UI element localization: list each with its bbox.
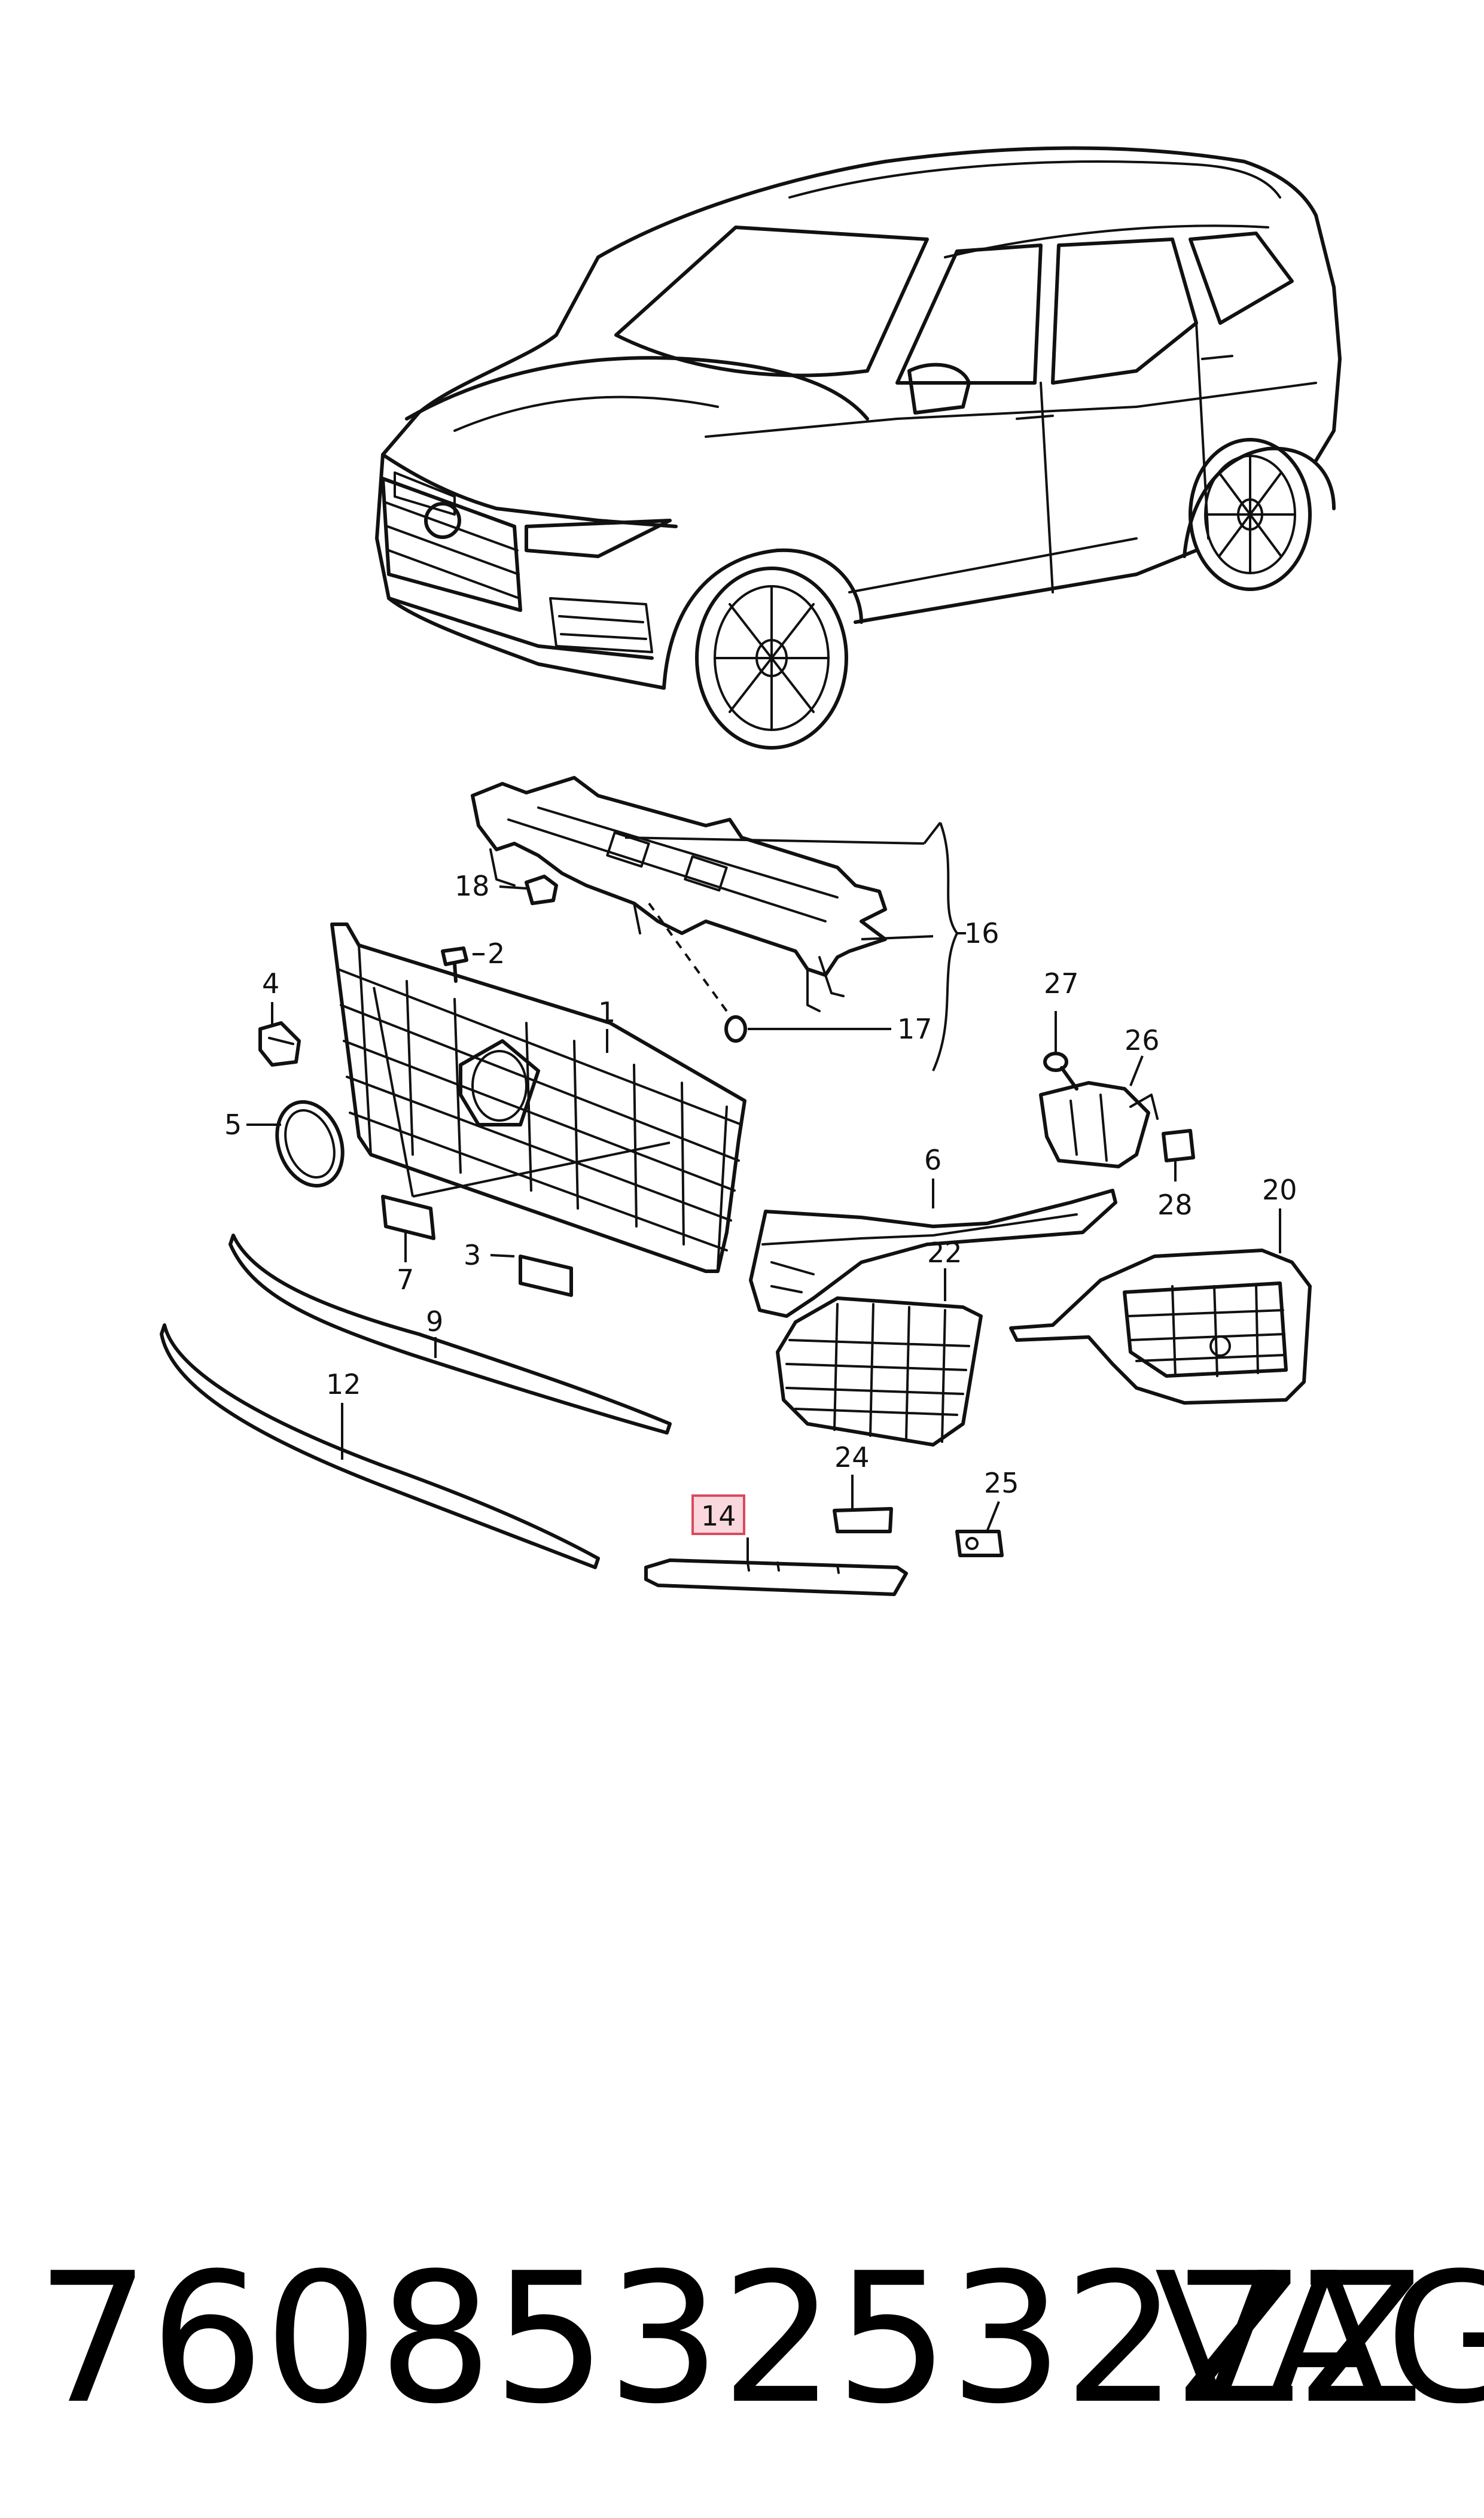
label-5: 5	[224, 1109, 242, 1141]
label-12: 12	[326, 1368, 361, 1400]
leader-17-dashed	[648, 902, 732, 1018]
brand-name: VAG	[1154, 2234, 1484, 2443]
leader-7-right	[412, 1141, 671, 1198]
label-7: 7	[397, 1263, 414, 1296]
part-17-grommet	[724, 1015, 747, 1043]
part-14-lower-trim	[644, 1558, 908, 1596]
label-16: 16	[964, 917, 1000, 949]
part-12-bumper-strip	[160, 1323, 600, 1569]
vehicle-illustration	[375, 146, 1342, 750]
part-7-plate	[381, 1195, 435, 1240]
leader-26	[1129, 1055, 1144, 1086]
label-14-highlighted: 14	[701, 1500, 736, 1532]
part-20-fog-frame	[1009, 1249, 1312, 1405]
part-25-cap	[955, 1530, 1004, 1557]
label-20: 20	[1262, 1174, 1297, 1206]
part-6-trim-strip	[749, 1189, 1117, 1318]
leader-3	[490, 1254, 515, 1258]
label-4: 4	[262, 967, 279, 1000]
label-1: 1	[598, 996, 615, 1028]
leader-7-up	[373, 987, 414, 1197]
leader-16-brace	[861, 822, 959, 1071]
part-1-radiator-grille	[330, 922, 746, 1273]
label-25: 25	[984, 1467, 1019, 1499]
label-18: 18	[455, 870, 490, 902]
diagram-drawing: 18 2 16 17 4 1 5 27 26 6 28 20 7 3 22 9 …	[160, 146, 1342, 1596]
leader-18	[499, 885, 527, 890]
highlight-box-14	[691, 1494, 745, 1535]
part-4-bracket	[258, 1021, 301, 1067]
part-18-clip	[525, 875, 558, 905]
part-3-plate	[519, 1255, 573, 1297]
label-6: 6	[924, 1144, 941, 1176]
leader-16a	[624, 821, 941, 845]
part-22-lower-grille	[776, 1296, 983, 1447]
label-24: 24	[834, 1441, 870, 1473]
part-5-emblem	[275, 1100, 345, 1188]
label-17: 17	[897, 1013, 933, 1045]
part-2-screw	[441, 946, 468, 983]
label-2: 2	[487, 937, 505, 970]
part-26-mount-bracket	[1039, 1081, 1159, 1168]
part-9-lower-strip	[228, 1234, 672, 1435]
label-26: 26	[1125, 1024, 1160, 1056]
label-27: 27	[1044, 967, 1079, 1000]
leader-25	[986, 1501, 1000, 1532]
part-28-clip	[1162, 1129, 1195, 1162]
label-3: 3	[464, 1239, 481, 1271]
part-27-screw	[1043, 1052, 1078, 1091]
label-9: 9	[426, 1305, 443, 1338]
label-28: 28	[1157, 1189, 1193, 1221]
part-16-grille-carrier	[471, 776, 887, 1012]
part-number: 7608532532ZZ	[36, 2234, 1424, 2443]
label-22: 22	[927, 1237, 962, 1269]
part-24-cap	[833, 1507, 893, 1533]
